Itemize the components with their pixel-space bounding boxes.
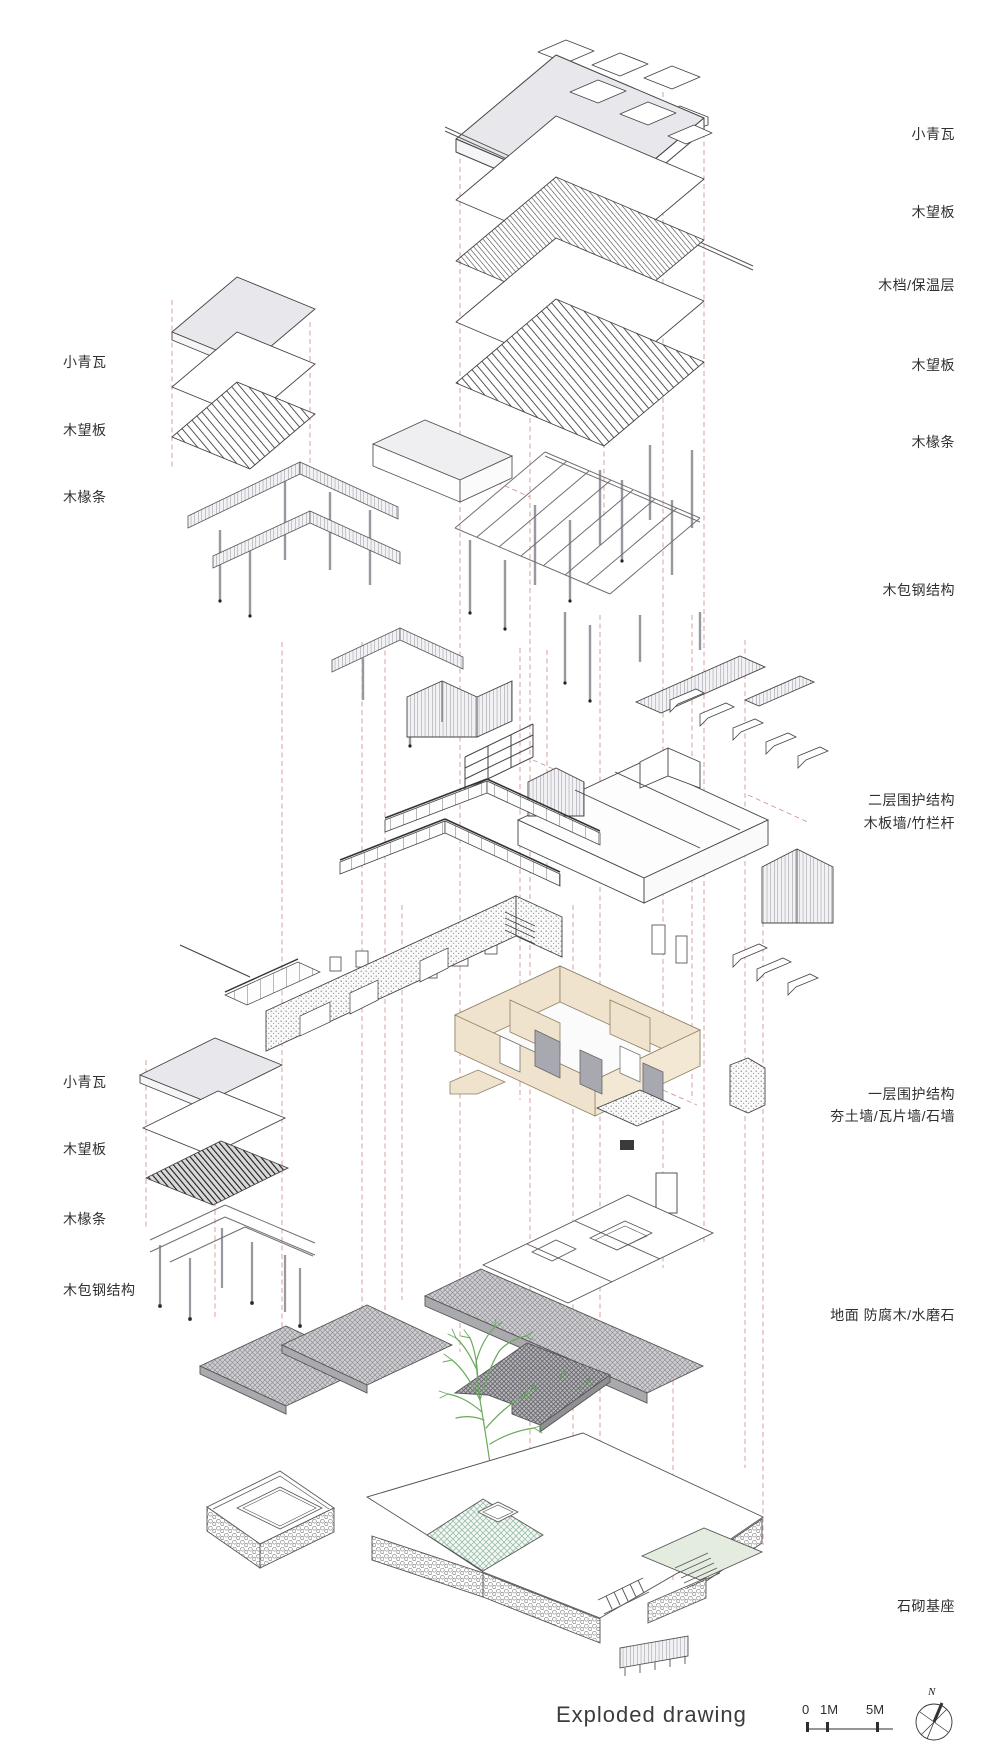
rammed-earth-rooms xyxy=(454,965,701,1117)
label-sheathing-1: 木望板 xyxy=(911,204,955,220)
stone-base xyxy=(206,1432,764,1676)
dormer-box xyxy=(371,419,514,503)
gable-panel-right xyxy=(761,848,834,924)
label-ground: 地面 防腐木/水磨石 xyxy=(830,1307,955,1323)
mini-sheathing-layer xyxy=(141,1090,287,1156)
first-floor-enclosure xyxy=(265,895,819,1214)
label-left-tile: 小青瓦 xyxy=(63,354,107,370)
north-label: N xyxy=(928,1686,936,1698)
scale-bar xyxy=(806,1722,893,1732)
steel-frame-structure xyxy=(187,445,702,748)
roof-rafter-layer xyxy=(455,298,705,447)
clerestory-band xyxy=(634,655,829,769)
ground-slab-skylights xyxy=(481,1194,715,1304)
base-terrace-steps xyxy=(597,1527,764,1624)
label-steel-frame: 木包钢结构 xyxy=(882,582,955,598)
roof-stack-left xyxy=(171,276,316,470)
mini-railing xyxy=(179,944,321,1006)
courtyard-deck xyxy=(453,1342,611,1433)
left-mini-assembly xyxy=(138,944,321,1328)
label-sheathing-2: 木望板 xyxy=(911,357,955,373)
label-rafter-main: 木椽条 xyxy=(911,434,955,450)
label-left-rafter: 木椽条 xyxy=(63,489,107,505)
scale-five-label: 5M xyxy=(866,1702,885,1717)
stone-tile-wall xyxy=(265,895,563,1052)
label-insulation: 木档/保温层 xyxy=(878,277,955,293)
courtyard-tree xyxy=(438,1318,544,1518)
base-louver-piece xyxy=(619,1635,689,1676)
ground-layer xyxy=(198,1194,715,1433)
label-left-sheathing: 木望板 xyxy=(63,422,107,438)
scale-zero-label: 0 xyxy=(802,1702,810,1717)
label-mini-sheathing: 木望板 xyxy=(63,1141,107,1157)
roof-stack-main xyxy=(444,39,754,447)
scale-one-label: 1M xyxy=(820,1702,839,1717)
north-compass xyxy=(915,1702,953,1741)
balcony-railings xyxy=(339,778,601,887)
label-1f-materials: 夯土墙/瓦片墙/石墙 xyxy=(830,1108,955,1124)
label-1f-enclosure: 一层围护结构 xyxy=(868,1086,955,1102)
left-roof-rafter-layer xyxy=(171,381,316,470)
label-mini-tile: 小青瓦 xyxy=(63,1074,107,1090)
mini-steel-frame xyxy=(149,1204,316,1328)
stair-railing-grid xyxy=(464,723,534,791)
base-left-pod xyxy=(206,1470,335,1569)
label-mini-steel-frame: 木包钢结构 xyxy=(63,1282,136,1298)
second-floor-volume xyxy=(516,747,770,904)
label-stone-base: 石砌基座 xyxy=(897,1598,955,1614)
second-floor-enclosure xyxy=(339,655,834,924)
label-2f-enclosure: 二层围护结构 xyxy=(868,792,955,808)
first-floor-small-pieces xyxy=(449,1057,766,1214)
gable-panel-left xyxy=(406,680,513,738)
label-tile-main: 小青瓦 xyxy=(911,126,955,142)
label-mini-rafter: 木椽条 xyxy=(63,1211,107,1227)
drawing-title: Exploded drawing xyxy=(556,1702,747,1727)
base-sunken-courtyard xyxy=(426,1498,544,1572)
ground-deck-double xyxy=(198,1304,454,1415)
mini-rafter-layer xyxy=(144,1140,290,1206)
label-2f-materials: 木板墙/竹栏杆 xyxy=(863,815,955,831)
